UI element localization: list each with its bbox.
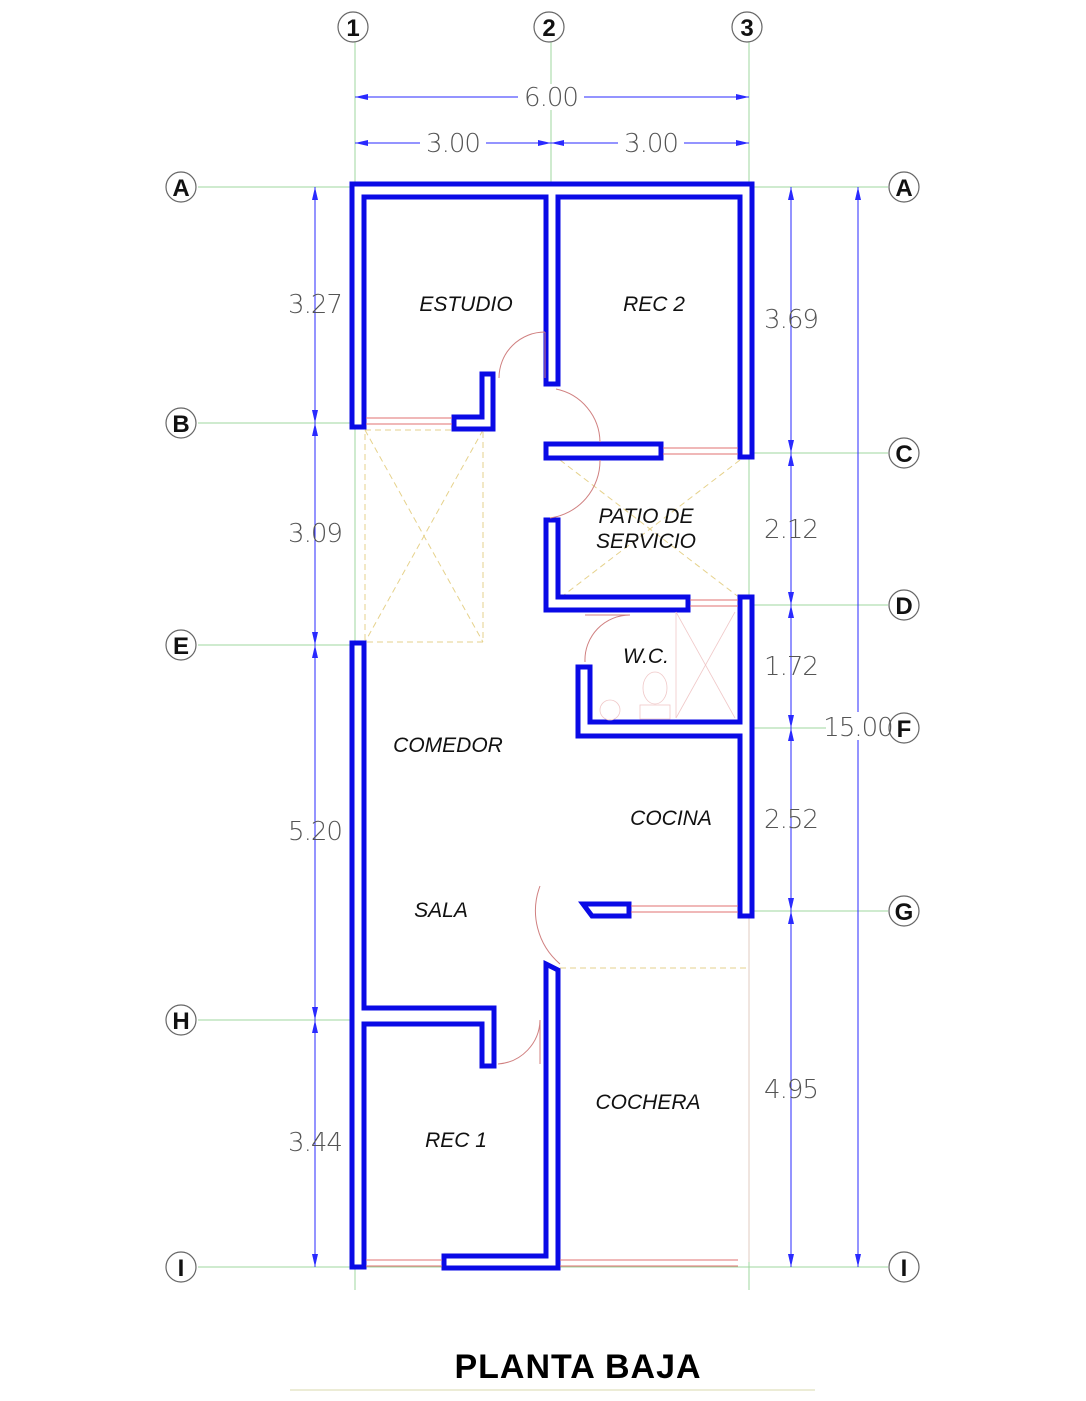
room-rec1: REC 1 [425, 1129, 487, 1152]
room-labels: ESTUDIO REC 2 PATIO DE SERVICIO W.C. COM… [393, 293, 712, 1152]
grid-label-row-f: F [897, 716, 912, 743]
grid-bubbles-right: A C D F G I [888, 171, 920, 1283]
room-comedor: COMEDOR [393, 734, 503, 757]
dim-width-left: 3.00 [426, 129, 480, 159]
grid-lines-horizontal [198, 186, 888, 1268]
grid-label-row-c: C [895, 441, 912, 468]
dim-right-3: 1.72 [764, 652, 818, 682]
grid-label-row-a-right: A [895, 175, 912, 202]
patio-hatch [559, 459, 741, 599]
dim-left-4: 3.44 [288, 1128, 342, 1158]
skylight-void [364, 429, 484, 643]
room-patio-line1: PATIO DE [599, 505, 695, 528]
grid-label-row-g: G [895, 899, 914, 926]
grid-bubbles-top: 1 2 3 [337, 11, 763, 43]
room-cochera: COCHERA [595, 1091, 700, 1114]
grid-label-row-h: H [172, 1008, 189, 1035]
room-estudio: ESTUDIO [419, 293, 512, 316]
dim-right-5: 4.95 [764, 1075, 818, 1105]
dim-right-4: 2.52 [764, 805, 818, 835]
grid-label-col-3: 3 [740, 15, 753, 42]
drawing-title: PLANTA BAJA [454, 1348, 701, 1386]
room-rec2: REC 2 [623, 293, 685, 316]
dim-right-2: 2.12 [764, 515, 818, 545]
grid-label-row-a-left: A [172, 175, 189, 202]
dim-width-right: 3.00 [624, 129, 678, 159]
left-dimensions [312, 187, 318, 1267]
grid-label-row-d: D [895, 593, 912, 620]
title-block: PLANTA BAJA [290, 1348, 815, 1391]
grid-label-row-i-right: I [901, 1255, 908, 1282]
door-swings [497, 331, 631, 1065]
dim-left-2: 3.09 [288, 519, 342, 549]
grid-label-row-b: B [172, 411, 189, 438]
room-patio-line2: SERVICIO [596, 530, 696, 553]
cochera-boundary [560, 915, 750, 1262]
wc-fixtures [599, 611, 736, 721]
grid-label-col-1: 1 [346, 15, 359, 42]
dimension-labels: 6.00 3.00 3.00 3.27 3.09 5.20 3.44 3.69 … [288, 83, 894, 1158]
dim-total-width: 6.00 [524, 83, 578, 113]
grid-label-row-i-left: I [178, 1255, 185, 1282]
dim-left-1: 3.27 [288, 290, 342, 320]
grid-label-col-2: 2 [542, 15, 555, 42]
dim-left-3: 5.20 [288, 817, 342, 847]
dim-right-1: 3.69 [764, 305, 818, 335]
grid-label-row-e: E [173, 633, 189, 660]
room-wc: W.C. [623, 645, 669, 668]
dim-total-height: 15.00 [823, 713, 892, 743]
walls [349, 181, 755, 1271]
room-cocina: COCINA [630, 807, 712, 830]
room-sala: SALA [414, 899, 468, 922]
windows [366, 417, 738, 1267]
grid-bubbles-left: A B E H I [165, 171, 197, 1283]
